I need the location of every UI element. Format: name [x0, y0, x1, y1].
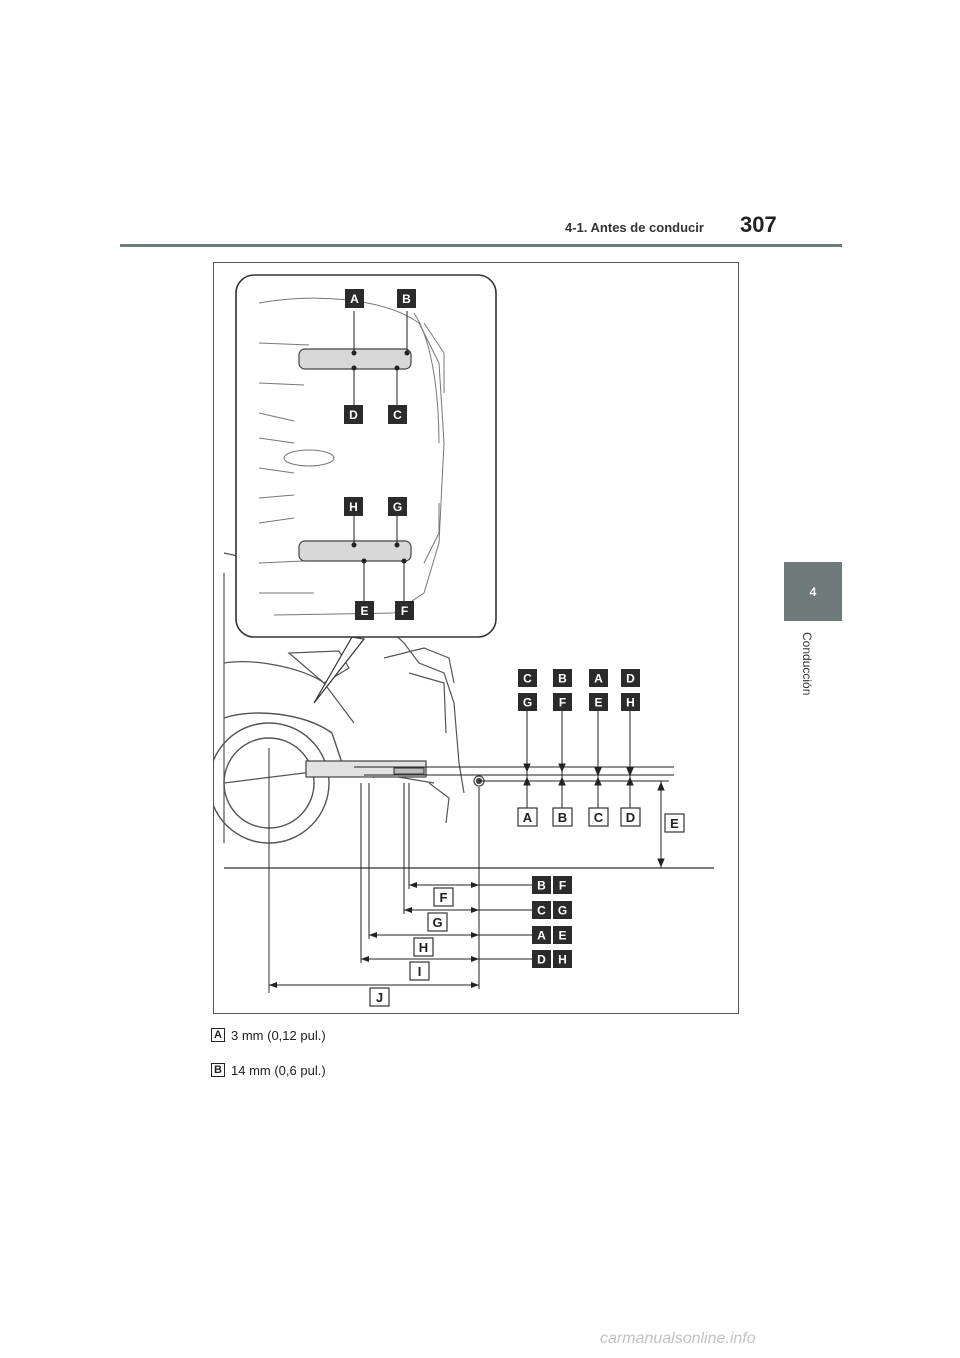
svg-text:H: H	[626, 696, 635, 710]
bottom-label-a: A	[517, 807, 538, 827]
svg-text:G: G	[523, 696, 532, 710]
header-rule	[120, 244, 842, 247]
inset-label-g: G	[388, 497, 407, 516]
legend-key-a: A	[211, 1028, 225, 1042]
dimension-key-ae: A E	[532, 926, 572, 944]
column-label-d: D	[621, 669, 640, 687]
inset-label-e: E	[355, 601, 374, 620]
svg-text:F: F	[401, 604, 408, 618]
legend-text-b: 14 mm (0,6 pul.)	[231, 1062, 326, 1078]
svg-text:A: A	[350, 292, 359, 306]
svg-text:E: E	[558, 929, 566, 943]
svg-text:A: A	[523, 810, 533, 825]
svg-text:C: C	[594, 810, 604, 825]
bottom-label-c: C	[588, 807, 609, 827]
column-label-a: A	[589, 669, 608, 687]
tow-hitch-diagram: A B D C H G E F	[213, 262, 739, 1014]
svg-text:H: H	[558, 953, 567, 967]
svg-text:H: H	[349, 500, 358, 514]
svg-text:E: E	[594, 696, 602, 710]
svg-text:I: I	[418, 964, 422, 979]
inset-label-a: A	[345, 289, 364, 308]
dimension-key-bf: B F	[532, 876, 572, 894]
section-title: 4-1. Antes de conducir	[565, 220, 704, 235]
inset-label-c: C	[388, 405, 407, 424]
inset-label-d: D	[344, 405, 363, 424]
dimension-label-f: F	[433, 887, 454, 907]
measure-columns	[354, 705, 674, 868]
watermark: carmanualsonline.info	[600, 1330, 756, 1347]
height-label-e: E	[664, 813, 685, 833]
diagram-svg: A B D C H G E F	[214, 274, 714, 1007]
dimension-label-g: G	[427, 912, 448, 932]
svg-text:D: D	[626, 672, 635, 686]
dimension-label-j: J	[369, 987, 390, 1007]
svg-text:B: B	[537, 879, 546, 893]
page-number: 307	[740, 212, 777, 237]
svg-text:J: J	[376, 990, 383, 1005]
bottom-label-d: D	[620, 807, 641, 827]
svg-text:A: A	[537, 929, 546, 943]
svg-text:B: B	[558, 810, 567, 825]
svg-text:E: E	[360, 604, 368, 618]
bottom-label-b: B	[552, 807, 573, 827]
hitch-receiver	[305, 760, 485, 787]
column-label-e: E	[589, 693, 608, 711]
legend-item-a: A 3 mm (0,12 pul.)	[211, 1026, 326, 1044]
inset-detail: A B D C H G E F	[235, 274, 497, 704]
svg-text:G: G	[432, 915, 442, 930]
inset-upper-receiver	[298, 311, 412, 405]
svg-text:F: F	[559, 879, 566, 893]
legend-key-b: B	[211, 1063, 225, 1077]
svg-text:F: F	[440, 890, 448, 905]
inset-label-h: H	[344, 497, 363, 516]
dimension-lines	[269, 783, 534, 989]
svg-text:D: D	[349, 408, 358, 422]
svg-text:C: C	[523, 672, 532, 686]
svg-text:H: H	[419, 940, 428, 955]
svg-text:A: A	[594, 672, 603, 686]
chapter-label: Conducción	[800, 632, 814, 696]
svg-text:F: F	[559, 696, 566, 710]
svg-text:G: G	[558, 904, 567, 918]
legend-item-b: B 14 mm (0,6 pul.)	[211, 1061, 326, 1079]
dimension-key-dh: D H	[532, 950, 572, 968]
column-label-h: H	[621, 693, 640, 711]
inset-label-b: B	[397, 289, 416, 308]
svg-text:C: C	[537, 904, 546, 918]
chapter-tab[interactable]: 4	[784, 562, 842, 621]
svg-text:D: D	[626, 810, 635, 825]
dimension-label-i: I	[409, 961, 430, 981]
chapter-number: 4	[809, 584, 817, 599]
svg-text:C: C	[393, 408, 402, 422]
svg-text:E: E	[670, 816, 679, 831]
dimension-label-h: H	[413, 937, 434, 957]
inset-label-f: F	[395, 601, 414, 620]
svg-text:D: D	[537, 953, 546, 967]
column-label-f: F	[553, 693, 572, 711]
dimension-key-cg: C G	[532, 901, 572, 919]
svg-text:B: B	[558, 672, 567, 686]
column-label-g: G	[518, 693, 537, 711]
column-label-c: C	[518, 669, 537, 687]
svg-text:B: B	[402, 292, 411, 306]
svg-text:G: G	[393, 500, 402, 514]
wheel	[214, 712, 343, 844]
inset-lower-receiver	[298, 515, 412, 601]
legend-text-a: 3 mm (0,12 pul.)	[231, 1027, 326, 1043]
column-label-b: B	[553, 669, 572, 687]
